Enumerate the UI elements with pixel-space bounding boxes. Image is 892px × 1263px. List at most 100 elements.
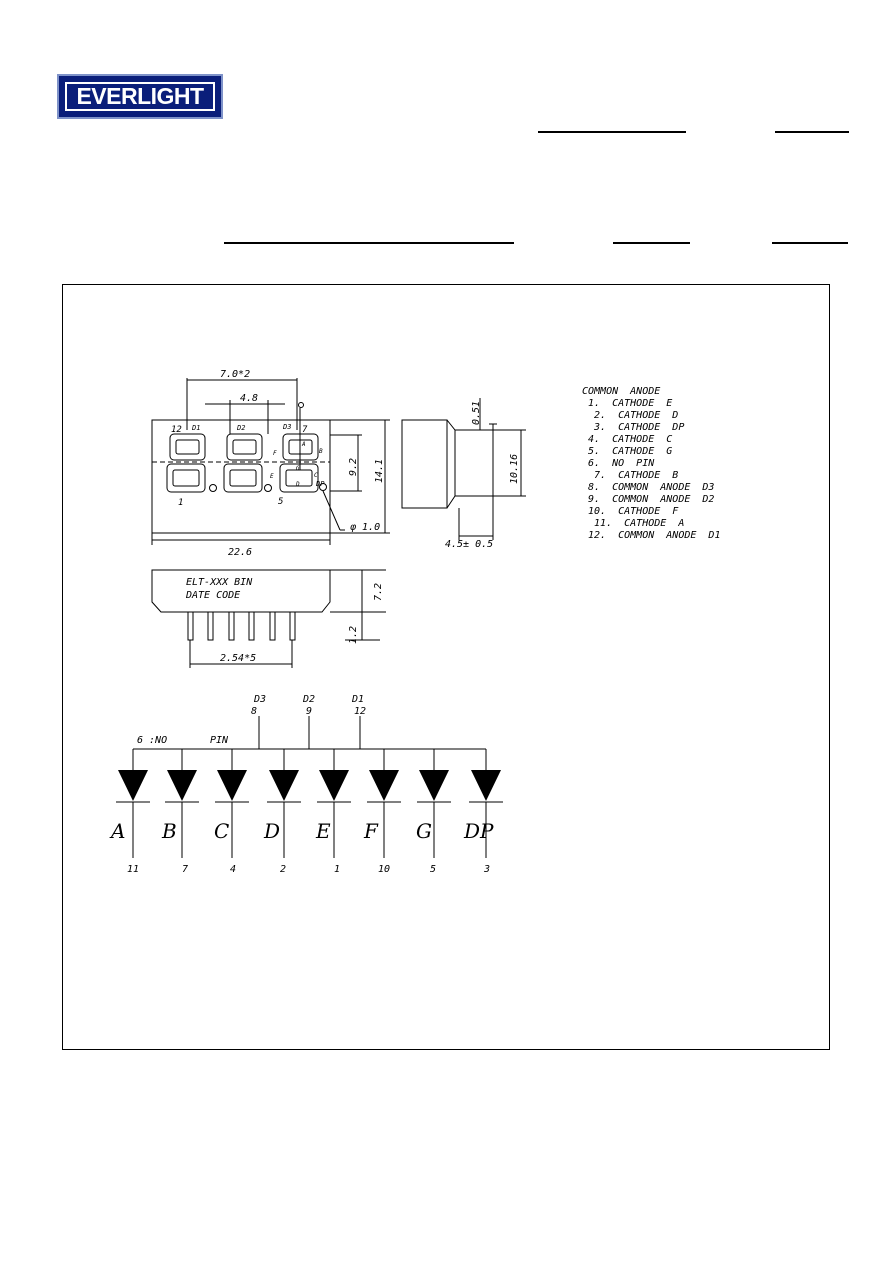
- diode-b: B7: [161, 749, 199, 875]
- dp-dot-3: [319, 483, 327, 491]
- pin-list-line: 6. NO PIN: [582, 458, 655, 469]
- diode-symbol-icon: [419, 770, 449, 801]
- label-pin7: 7: [302, 425, 308, 435]
- logo-border: EVERLIGHT: [65, 82, 215, 111]
- label-pin1: 1: [178, 498, 183, 508]
- diode-d: D2: [263, 749, 301, 875]
- diode-dp: DP 3: [463, 749, 503, 875]
- label-seg-f: F: [273, 450, 277, 457]
- pin-list-line: 9. COMMON ANODE D2: [582, 494, 714, 505]
- segment-pin-number: 3: [483, 864, 490, 875]
- circuit-labels: 6 :NO PIN D3 8 D2 9 D1 12: [137, 694, 366, 746]
- header-rule-4: [613, 242, 690, 244]
- everlight-logo: EVERLIGHT: [57, 74, 223, 119]
- dim-side-depth: 4.5± 0.5: [445, 539, 493, 550]
- anode-pin-12: 12: [354, 706, 366, 717]
- label-d2: D2: [236, 424, 245, 432]
- label-seg-e: E: [270, 473, 274, 480]
- anode-name-d3: D3: [253, 694, 266, 705]
- side-view: [401, 398, 526, 540]
- circuit-diagram: [133, 716, 486, 750]
- dim-dot-diameter: φ 1.0: [350, 522, 380, 533]
- anode-name-d1: D1: [351, 694, 364, 705]
- segment-pin-number: 4: [230, 864, 236, 875]
- digit-2: [223, 433, 263, 493]
- dim-total-length: 22.6: [228, 547, 252, 558]
- side-view-labels: 0.51 10.16 4.5± 0.5: [445, 401, 520, 550]
- header-rule-3: [224, 242, 514, 244]
- segment-pin-number: 2: [280, 864, 286, 875]
- label-seg-dp: DP: [315, 480, 325, 488]
- side-body: [401, 419, 448, 509]
- segment-pin-number: 7: [182, 864, 188, 875]
- diode-e: E1: [315, 749, 351, 875]
- pin-list-line: COMMON ANODE: [582, 386, 660, 397]
- pin-list-line: 2. CATHODE D: [582, 410, 678, 421]
- segment-letter: DP: [463, 819, 494, 843]
- dim-pin-length: 10.16: [509, 454, 520, 484]
- bottom-pin: [207, 611, 214, 641]
- label-seg-b: B: [319, 448, 323, 455]
- dim-pitch: 7.0*2: [220, 369, 250, 380]
- bottom-view: [151, 569, 386, 668]
- pin-connection-list: COMMON ANODE 1. CATHODE E 2. CATHODE D 3…: [582, 386, 720, 541]
- dim-pin-thickness: 0.51: [471, 401, 482, 425]
- segment-letter: E: [315, 819, 331, 843]
- bottom-label-line2: DATE CODE: [185, 590, 240, 601]
- dp-dot-1: [209, 484, 217, 492]
- pin-list-line: 11. CATHODE A: [582, 518, 684, 529]
- bottom-label-line1: ELT-XXX BIN: [186, 577, 253, 588]
- front-vertical-labels: 9.2 14.1: [348, 458, 385, 483]
- segment-letter: A: [109, 819, 125, 843]
- diode-a: A11: [109, 749, 150, 875]
- bottom-pin: [228, 611, 235, 641]
- diode-symbol-icon: [118, 770, 148, 801]
- segment-letter: D: [263, 819, 280, 843]
- label-pin5: 5: [278, 497, 283, 507]
- header-rule-5: [772, 242, 848, 244]
- front-body-outline: [151, 419, 331, 534]
- side-profile: [446, 419, 494, 509]
- label-seg-g: G: [296, 465, 300, 472]
- front-view-labels: 7.0*2 4.8 22.6 φ 1.0 12 D1 D2 D3 7 A B F…: [171, 369, 380, 558]
- pin-list-line: 10. CATHODE F: [582, 506, 679, 517]
- drawing-frame: [62, 284, 830, 1050]
- bottom-pin: [289, 611, 296, 641]
- pin-list-line: 8. COMMON ANODE D3: [582, 482, 714, 493]
- front-view: [151, 378, 390, 545]
- pin-list-line: 5. CATHODE G: [582, 446, 672, 457]
- segment-letter: G: [416, 819, 432, 843]
- dim-total-height: 14.1: [374, 459, 385, 483]
- no-pin-note-2: PIN: [210, 735, 229, 746]
- bottom-pin: [248, 611, 255, 641]
- header-rule-2: [775, 131, 849, 133]
- bottom-view-labels: ELT-XXX BIN DATE CODE 2.54*5 7.2 1.2: [185, 577, 384, 664]
- pin-list-line: 4. CATHODE C: [582, 434, 672, 445]
- dim-digit-height: 9.2: [348, 458, 359, 476]
- diode-c: C4: [214, 749, 249, 875]
- digit-1: [166, 433, 206, 493]
- diode-g: G5: [416, 749, 451, 875]
- label-seg-a: A: [301, 441, 306, 448]
- diode-symbol-icon: [319, 770, 349, 801]
- dim-bottom-height: 7.2: [373, 583, 384, 601]
- segment-pin-number: 1: [334, 864, 340, 875]
- dim-pin-stub: 1.2: [348, 626, 359, 644]
- segment-letter: B: [161, 819, 177, 843]
- no-pin-note: 6 :NO: [137, 735, 167, 746]
- pin-list-line: 1. CATHODE E: [582, 398, 672, 409]
- label-seg-d: D: [295, 481, 300, 488]
- segment-pin-number: 10: [378, 864, 390, 875]
- phi-leader: [322, 490, 341, 531]
- diode-symbol-icon: [217, 770, 247, 801]
- bottom-pin: [269, 611, 276, 641]
- label-d3: D3: [282, 423, 291, 431]
- diode-symbol-icon: [167, 770, 197, 801]
- diode-symbol-icon: [269, 770, 299, 801]
- dim-pin-pitch: 2.54*5: [220, 653, 256, 664]
- dp-dot-2: [264, 484, 272, 492]
- bottom-pin: [187, 611, 194, 641]
- pin-list-line: 12. COMMON ANODE D1: [582, 530, 720, 541]
